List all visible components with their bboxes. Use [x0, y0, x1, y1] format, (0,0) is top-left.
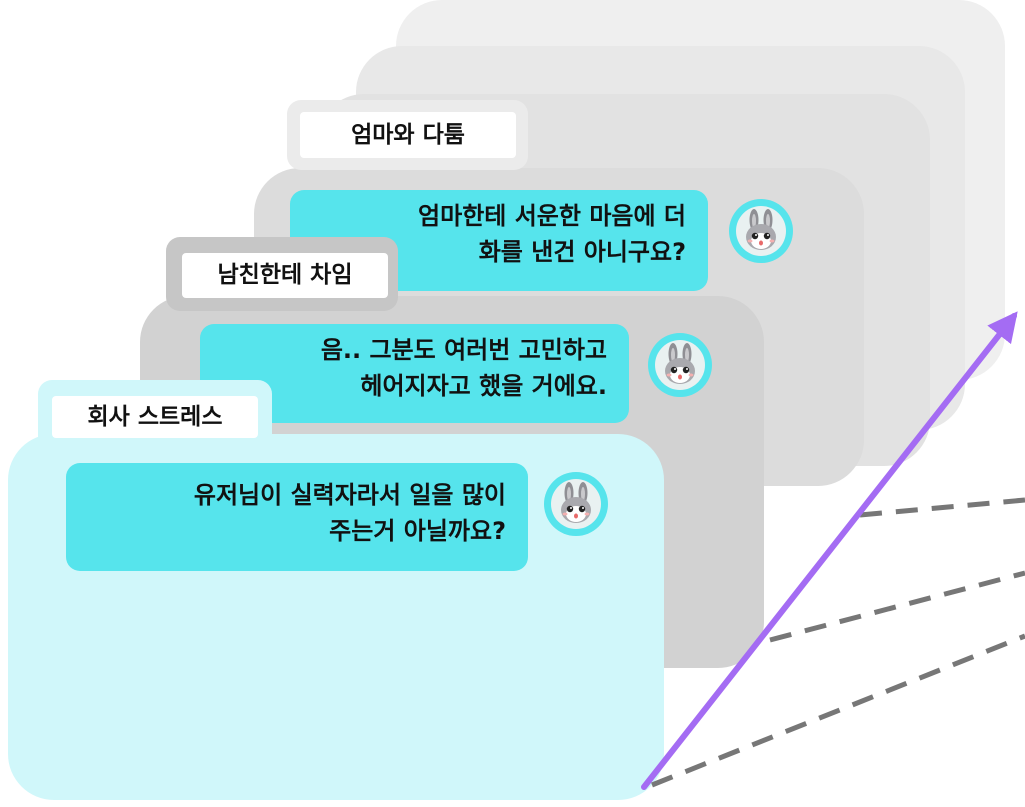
progress-arrow — [641, 311, 1018, 790]
topic-tag-work: 회사 스트레스 — [52, 396, 258, 438]
chat-line-2: 화를 낸건 아니구요? — [478, 238, 686, 266]
dashed-guide-line-1 — [859, 497, 1025, 518]
bunny-icon — [655, 340, 705, 390]
bunny-avatar-work — [544, 472, 608, 536]
chat-line-2: 주는거 아닐까요? — [329, 517, 506, 545]
dashed-guide-line-3 — [651, 633, 1025, 788]
bunny-avatar-boyfriend — [648, 333, 712, 397]
bunny-avatar-mom — [729, 199, 793, 263]
chat-line-1: 유저님이 실력자라서 일을 많이 — [193, 481, 506, 509]
chat-line-1: 음.. 그분도 여러번 고민하고 — [320, 336, 607, 364]
bunny-icon — [551, 479, 601, 529]
chat-line-1: 엄마한테 서운한 마음에 더 — [418, 202, 686, 230]
bunny-icon — [736, 206, 786, 256]
topic-tag-boyfriend: 남친한테 차임 — [182, 253, 388, 298]
chat-line-2: 헤어지자고 했을 거에요. — [360, 372, 607, 400]
topic-tag-mom: 엄마와 다툼 — [300, 112, 516, 158]
chat-bubble-work: 유저님이 실력자라서 일을 많이 주는거 아닐까요? — [66, 463, 528, 571]
dashed-guide-line-2 — [769, 570, 1025, 643]
